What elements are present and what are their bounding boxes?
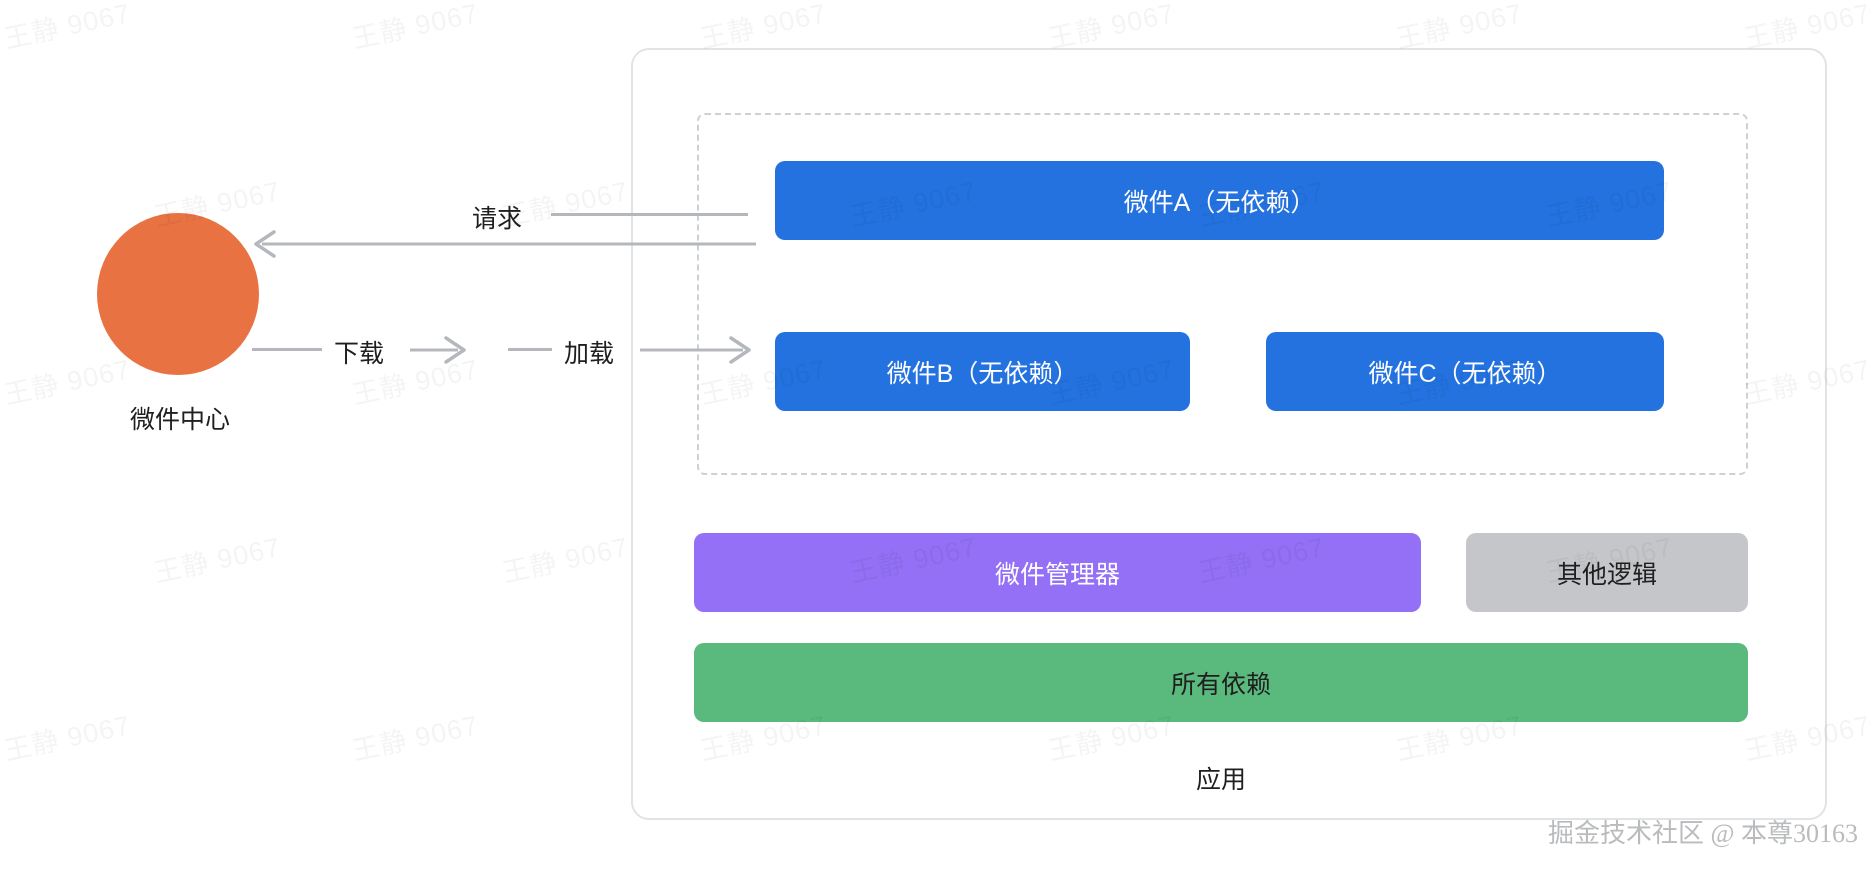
download-connector-line xyxy=(252,348,322,351)
widget-area-dashed-box xyxy=(697,113,1748,475)
all-dependencies-label: 所有依赖 xyxy=(1170,670,1271,699)
request-arrow xyxy=(254,230,756,258)
watermark-tile: 王静 9067 xyxy=(498,525,632,590)
widget-box-a[interactable]: 微件A（无依赖） xyxy=(775,161,1664,240)
widget-box-a-label: 微件A（无依赖） xyxy=(1123,188,1316,217)
widget-box-b[interactable]: 微件B（无依赖） xyxy=(775,332,1190,411)
watermark-tile: 王静 9067 xyxy=(0,0,134,56)
watermark-tile: 王静 9067 xyxy=(348,0,482,56)
download-arrow-head xyxy=(410,336,466,364)
widget-manager-label: 微件管理器 xyxy=(994,560,1120,589)
widget-box-c[interactable]: 微件C（无依赖） xyxy=(1266,332,1664,411)
watermark-tile: 王静 9067 xyxy=(0,703,134,768)
widget-manager-box[interactable]: 微件管理器 xyxy=(694,533,1421,612)
app-container xyxy=(631,48,1827,820)
request-label: 请求 xyxy=(468,199,527,235)
widget-box-b-label: 微件B（无依赖） xyxy=(886,359,1079,388)
widget-box-c-label: 微件C（无依赖） xyxy=(1368,359,1562,388)
download-label: 下载 xyxy=(330,334,389,370)
load-label: 加载 xyxy=(560,334,619,370)
other-logic-box[interactable]: 其他逻辑 xyxy=(1466,533,1748,612)
load-connector-line xyxy=(508,348,552,351)
app-label: 应用 xyxy=(1195,766,1246,794)
widget-center-circle xyxy=(97,213,259,375)
widget-center-label: 微件中心 xyxy=(129,406,230,434)
credit-watermark: 掘金技术社区 @ 本尊30163 xyxy=(1548,819,1858,848)
all-dependencies-box[interactable]: 所有依赖 xyxy=(694,643,1748,722)
other-logic-label: 其他逻辑 xyxy=(1556,560,1657,589)
load-arrow xyxy=(640,336,751,364)
watermark-tile: 王静 9067 xyxy=(348,703,482,768)
watermark-tile: 王静 9067 xyxy=(150,525,284,590)
request-connector-line xyxy=(551,213,748,216)
